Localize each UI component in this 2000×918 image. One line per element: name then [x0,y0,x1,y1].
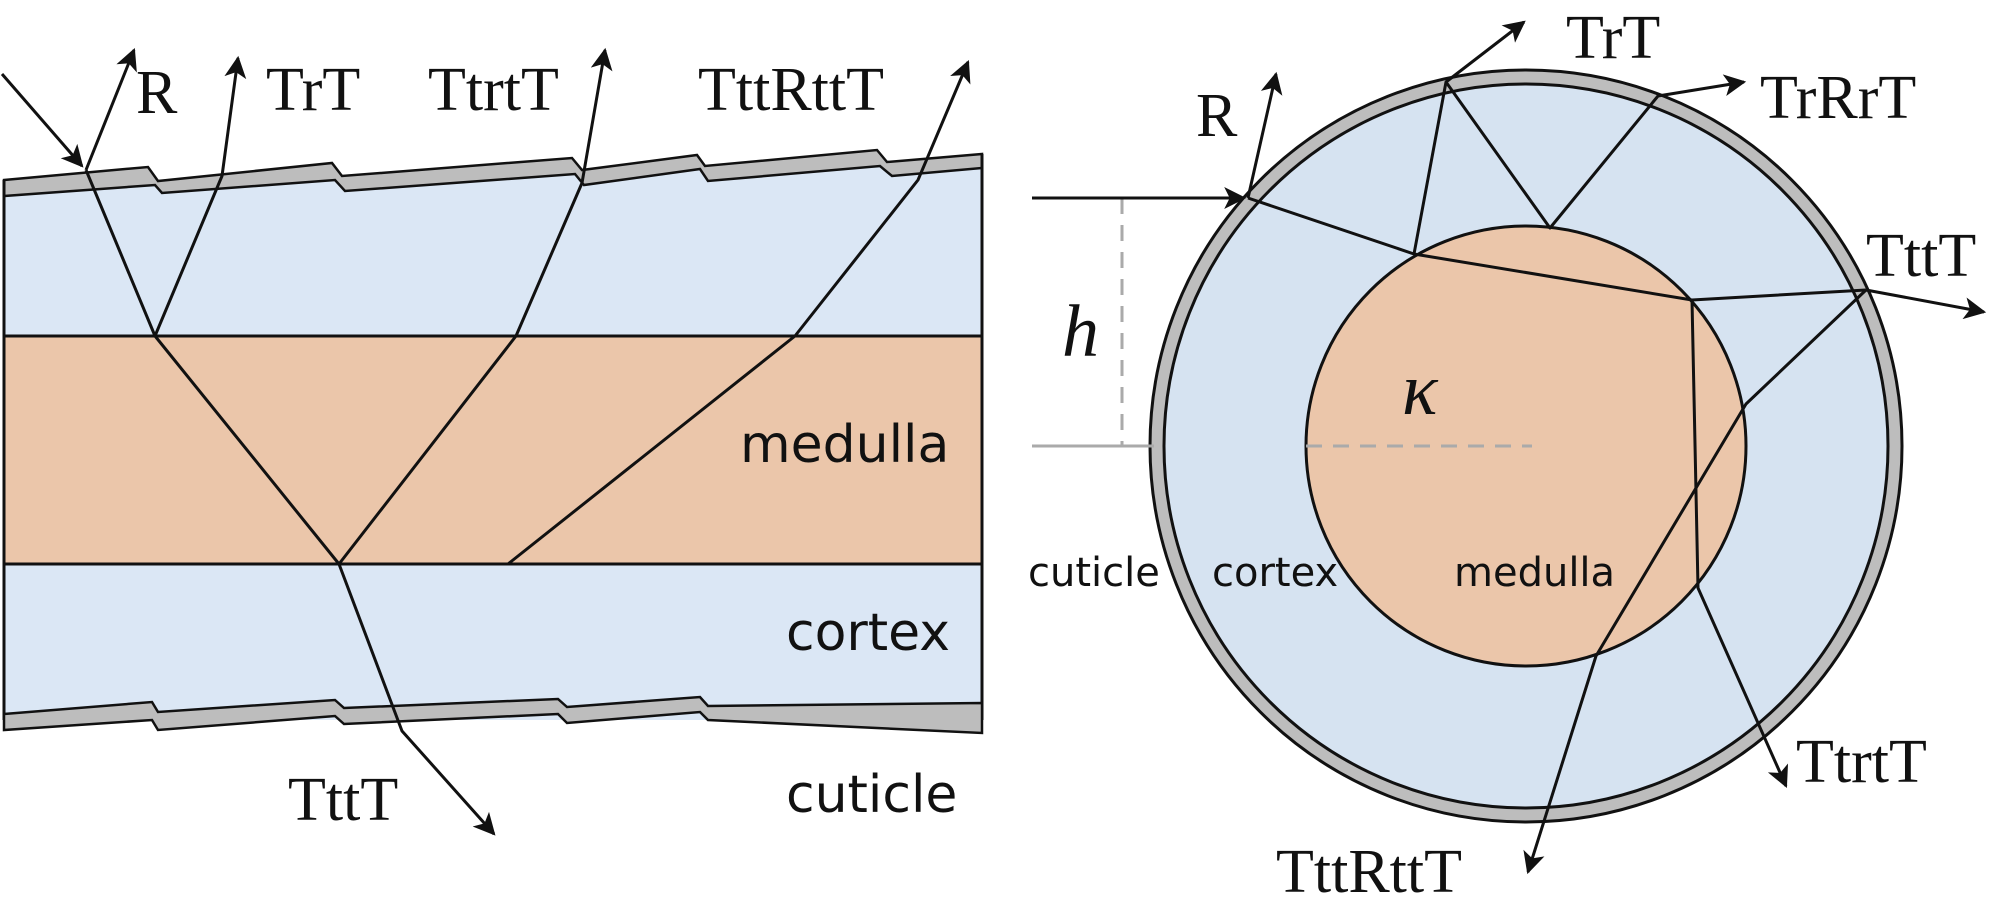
label-kappa: κ [1402,349,1439,431]
label-tttrttt-long: TttRttT [698,56,884,124]
ttrtt-ray [153,47,613,566]
label-cortex-cross: cortex [1212,550,1338,596]
label-r-long: R [136,59,178,127]
r-ray-cross [1246,71,1283,199]
label-trrrt-cross: TrRrT [1760,64,1916,132]
label-medulla-cross: medulla [1454,550,1615,596]
trrrt-ray-cross [1444,74,1747,230]
tttrttt-ray-cross [1523,288,1868,875]
cross-section-view: R TrT TrRrT TttT TtrtT TttRttT h κ cutic… [1028,4,1987,906]
label-trt-cross: TrT [1566,4,1660,72]
cortex-upper-band [4,166,982,336]
tttt-ray [337,563,496,836]
label-r-cross: R [1196,82,1238,150]
tttt-ray-cross [1865,288,1987,320]
label-ttrtt-cross: TtrtT [1796,728,1927,796]
longitudinal-view: R TrT TtrtT TttRttT TttT medulla cortex … [0,47,984,836]
label-tttrttt-cross: TttRttT [1276,838,1462,906]
label-h: h [1062,291,1099,373]
medulla-band [4,336,982,564]
tttrttt-ray [339,59,971,566]
ttrtt-ray-cross [1690,299,1789,789]
label-cortex-long: cortex [786,603,950,663]
cuticle-bottom-strip [2,695,984,735]
label-tttt-cross: TttT [1866,222,1976,290]
label-ttrtt-long: TtrtT [428,56,559,124]
trt-ray [84,55,247,338]
label-trt-long: TrT [266,56,360,124]
r-ray [84,47,137,171]
label-tttt-long: TttT [288,766,398,834]
label-cuticle-long: cuticle [786,765,957,825]
cortex-lower-band [4,564,982,720]
incident-ray [0,73,84,168]
trt-ray-cross [1247,20,1526,256]
label-cuticle-cross: cuticle [1028,550,1160,596]
label-medulla-long: medulla [740,415,949,475]
